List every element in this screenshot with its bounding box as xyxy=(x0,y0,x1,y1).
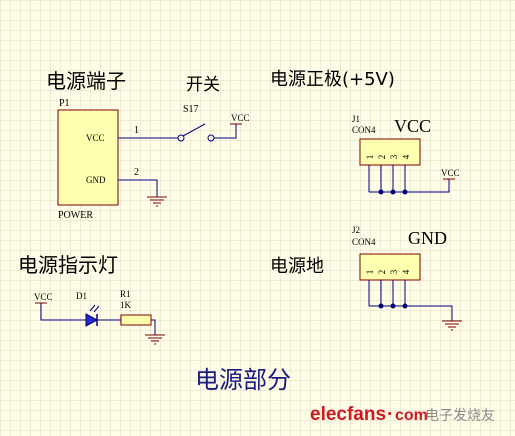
watermark-brand: elecfans xyxy=(310,404,386,425)
watermark-dot: · xyxy=(387,404,393,425)
p1-footer: POWER xyxy=(58,210,93,221)
j1-big-label: VCC xyxy=(394,116,431,136)
p1-body[interactable] xyxy=(57,109,119,206)
j1-pin-4: 4 xyxy=(401,154,411,159)
j1-pin-3: 3 xyxy=(389,154,399,159)
wire-vcc-led xyxy=(40,303,86,321)
led-diode[interactable] xyxy=(85,313,99,327)
j1-value: CON4 xyxy=(352,125,376,135)
watermark-logo: elecfans · com 电子发烧友 xyxy=(310,404,495,425)
watermark-cn: 电子发烧友 xyxy=(425,408,495,424)
switch-contact-left xyxy=(177,134,185,142)
j2-body[interactable] xyxy=(359,253,421,281)
wire-resistor-ground xyxy=(151,319,156,335)
switch-ref: S17 xyxy=(183,104,199,115)
ground-symbol-led xyxy=(145,334,165,345)
j1-junctions xyxy=(378,189,408,195)
p1-ref: P1 xyxy=(59,98,70,109)
j1-pin-1: 1 xyxy=(365,155,375,160)
ground-symbol-p1 xyxy=(147,196,167,207)
j2-junctions xyxy=(378,303,408,309)
j2-pin-2: 2 xyxy=(377,270,387,275)
j1-ref: J1 xyxy=(352,114,360,124)
wire-switch-vcc xyxy=(214,124,237,139)
heading-ground: 电源地 xyxy=(270,256,324,277)
section-title: 电源部分 xyxy=(195,366,291,394)
ground-symbol-j2 xyxy=(442,320,462,331)
led-net-label: VCC xyxy=(34,292,53,302)
p1-pin1-number: 1 xyxy=(134,125,139,136)
j2-pin-3: 3 xyxy=(389,269,399,274)
j2-value: CON4 xyxy=(352,237,376,247)
resistor-r1[interactable] xyxy=(120,314,152,326)
j2-pin-1: 1 xyxy=(365,270,375,275)
led-ref: D1 xyxy=(76,291,87,301)
j1-pin-2: 2 xyxy=(377,155,387,160)
watermark-com: com xyxy=(395,407,428,424)
p1-pin2-name: GND xyxy=(86,175,106,185)
heading-switch: 开关 xyxy=(186,75,220,95)
j1-pin-wires xyxy=(368,165,450,193)
j2-ref: J2 xyxy=(352,225,360,235)
j2-pin-4: 4 xyxy=(401,269,411,274)
heading-power-terminal: 电源端子 xyxy=(46,69,126,93)
j2-big-label: GND xyxy=(408,228,447,248)
switch-net-label: VCC xyxy=(231,113,250,123)
j1-net-label: VCC xyxy=(441,168,460,178)
p1-pin1-name: VCC xyxy=(86,133,105,143)
heading-indicator: 电源指示灯 xyxy=(18,253,118,277)
switch-blade[interactable] xyxy=(182,123,206,137)
heading-positive: 电源正极(+5V) xyxy=(270,69,395,90)
led-emission-arrows xyxy=(89,304,100,313)
resistor-value: 1K xyxy=(120,300,132,310)
j2-pin-wires xyxy=(368,280,453,321)
wire-p1-pin2 xyxy=(118,179,158,197)
resistor-ref: R1 xyxy=(120,289,131,299)
j1-body[interactable] xyxy=(359,138,421,166)
p1-pin2-number: 2 xyxy=(134,167,139,178)
